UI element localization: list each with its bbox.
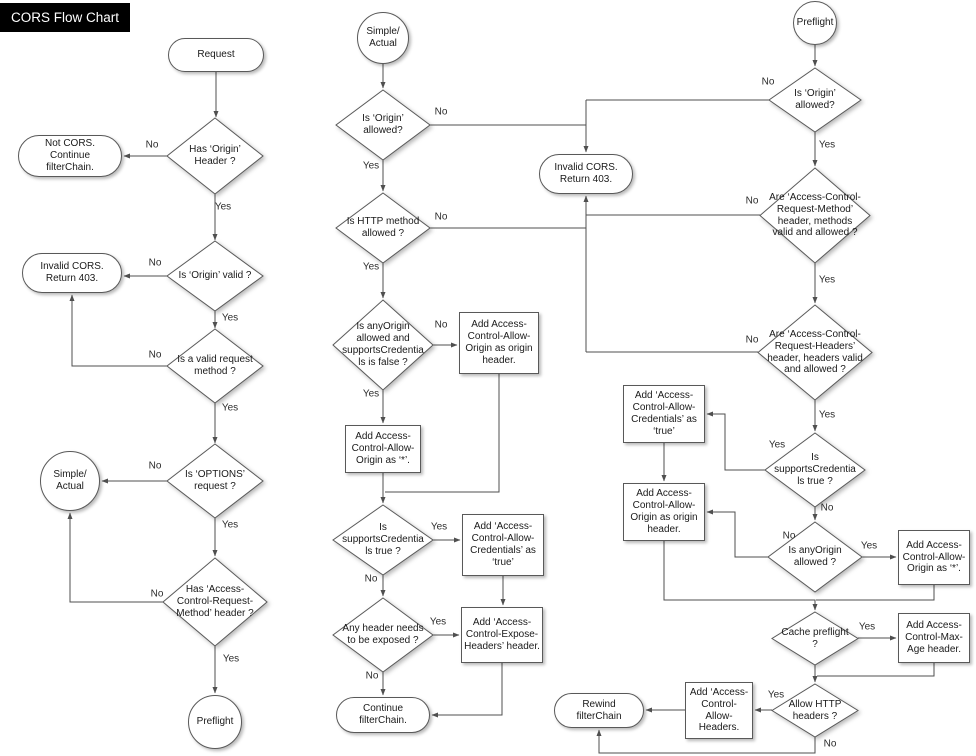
diamond-shape: [166, 443, 264, 519]
diamond-shape: [764, 432, 866, 508]
diamond-shape: [771, 683, 859, 738]
edge-label: No: [782, 530, 796, 542]
decision-origin-valid: Is ‘Origin’ valid ?: [166, 240, 264, 312]
decision-supports-credentials-right: Is supportsCredentials true ?: [764, 432, 866, 508]
diamond-shape: [332, 299, 434, 391]
diamond-shape: [759, 167, 871, 264]
edge-label: Yes: [767, 689, 785, 701]
process-add-allow-headers: Add ‘Access-Control-Allow-Headers.: [685, 682, 753, 739]
process-add-expose-headers: Add ‘Access-Control-Expose-Headers’ head…: [461, 607, 543, 663]
terminal-invalid-cors-mid: Invalid CORS. Return 403.: [539, 154, 633, 194]
edge-label: No: [761, 76, 775, 88]
decision-anyorigin-and-credentials: Is anyOrigin allowed and supportsCredent…: [332, 299, 434, 391]
decision-has-acrm-header: Has ‘Access-Control-Request-Method’ head…: [162, 557, 268, 647]
process-add-max-age: Add Access-Control-Max-Age header.: [898, 613, 970, 663]
edge-label: Yes: [221, 519, 239, 531]
terminal-request: Request: [168, 38, 264, 72]
diamond-shape: [166, 240, 264, 312]
edge-label: Yes: [768, 439, 786, 451]
edge-label: Yes: [818, 409, 836, 421]
chart-title: CORS Flow Chart: [0, 3, 131, 32]
edge-label: Yes: [221, 402, 239, 414]
edge-label: No: [434, 319, 448, 331]
connector-simple-actual-left: Simple/ Actual: [40, 451, 100, 511]
process-add-origin-header-right: Add Access-Control-Allow-Origin as origi…: [623, 483, 705, 541]
diamond-shape: [332, 504, 434, 576]
edge-label: Yes: [860, 540, 878, 552]
edge-label: No: [145, 139, 159, 151]
edge-label: Yes: [362, 160, 380, 172]
edge-label: Yes: [214, 201, 232, 213]
terminal-rewind-filterchain: Rewind filterChain: [554, 693, 644, 728]
diamond-shape: [166, 328, 264, 404]
diamond-shape: [767, 521, 863, 593]
edge-label: Yes: [430, 521, 448, 533]
process-add-origin-header-mid: Add Access-Control-Allow-Origin as origi…: [459, 312, 539, 374]
edge-label: No: [148, 349, 162, 361]
decision-is-options-request: Is ‘OPTIONS’ request ?: [166, 443, 264, 519]
edge-label: Yes: [818, 274, 836, 286]
edge-label: Yes: [362, 261, 380, 273]
decision-origin-allowed-right: Is ‘Origin’ allowed?: [768, 67, 862, 133]
connector-simple-actual-mid: Simple/ Actual: [357, 12, 409, 64]
edge-label: No: [434, 106, 448, 118]
process-add-credentials-mid: Add ‘Access-Control-Allow-Credentials’ a…: [462, 514, 544, 576]
edge-label: No: [820, 502, 834, 514]
decision-allow-http-headers: Allow HTTP headers ?: [771, 683, 859, 738]
diamond-shape: [335, 89, 431, 161]
diamond-shape: [768, 67, 862, 133]
connector-preflight-left: Preflight: [188, 695, 242, 749]
edge-label: No: [823, 738, 837, 750]
edge-label: Yes: [818, 139, 836, 151]
diamond-shape: [771, 611, 859, 666]
process-add-credentials-right: Add ‘Access-Control-Allow-Credentials’ a…: [623, 385, 705, 443]
edge-label: Yes: [221, 312, 239, 324]
connector-preflight-right: Preflight: [793, 1, 837, 45]
edge-label: No: [365, 670, 379, 682]
edge-label: No: [150, 588, 164, 600]
edge-label: Yes: [858, 621, 876, 633]
edge-label: No: [745, 334, 759, 346]
edge-label: No: [364, 573, 378, 585]
edge-label: No: [745, 195, 759, 207]
diamond-shape: [166, 117, 264, 195]
terminal-invalid-cors-left: Invalid CORS. Return 403.: [22, 253, 122, 293]
diamond-shape: [332, 597, 434, 673]
process-add-allow-origin-star-mid: Add Access-Control-Allow-Origin as ‘*’.: [345, 425, 421, 473]
decision-has-origin-header: Has ‘Origin’ Header ?: [166, 117, 264, 195]
diamond-shape: [335, 192, 431, 264]
decision-origin-allowed-mid: Is ‘Origin’ allowed?: [335, 89, 431, 161]
diamond-shape: [162, 557, 268, 647]
decision-cache-preflight: Cache preflight ?: [771, 611, 859, 666]
edge-label: No: [434, 211, 448, 223]
decision-http-method-allowed: Is HTTP method allowed ?: [335, 192, 431, 264]
terminal-not-cors: Not CORS. Continue filterChain.: [18, 135, 122, 177]
edge-label: Yes: [222, 653, 240, 665]
edge-label: No: [148, 257, 162, 269]
decision-acrh-valid: Are ‘Access-Control-Request-Headers’ hea…: [757, 304, 873, 401]
decision-valid-request-method: Is a valid request method ?: [166, 328, 264, 404]
edge-label: No: [148, 460, 162, 472]
decision-anyorigin-allowed-right: Is anyOrigin allowed ?: [767, 521, 863, 593]
process-add-allow-origin-star-right: Add Access-Control-Allow-Origin as ‘*’.: [898, 530, 970, 585]
decision-acrm-valid: Are ‘Access-Control-Request-Method’ head…: [759, 167, 871, 264]
terminal-continue-filterchain: Continue filterChain.: [336, 697, 430, 733]
decision-any-header-exposed: Any header needs to be exposed ?: [332, 597, 434, 673]
edge-label: Yes: [362, 388, 380, 400]
edge-label: Yes: [429, 616, 447, 628]
decision-supports-credentials-mid: Is supportsCredentials true ?: [332, 504, 434, 576]
diamond-shape: [757, 304, 873, 401]
